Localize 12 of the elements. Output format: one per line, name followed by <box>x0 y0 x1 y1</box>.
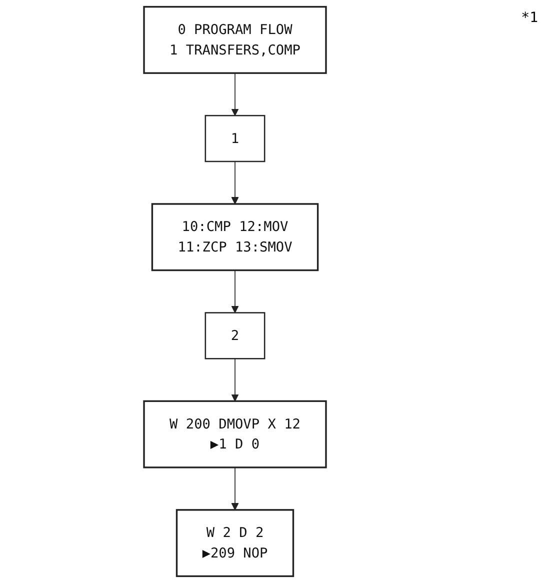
arrow <box>231 467 239 510</box>
node-box: 10:CMP 12:MOV 11:ZCP 13:SMOV <box>151 203 319 272</box>
arrow <box>231 72 239 116</box>
node-box: 0 PROGRAM FLOW 1 TRANSFERS,COMP <box>143 6 327 74</box>
footnote-mark: *1 <box>521 10 538 26</box>
arrow <box>231 161 239 204</box>
arrow <box>231 270 239 314</box>
node-box: 1 <box>204 114 266 162</box>
node-box: W 200 DMOVP X 12 ▶1 D 0 <box>143 400 327 468</box>
node-box: 2 <box>204 312 266 360</box>
node-box: W 2 D 2 ▶209 NOP <box>176 509 294 578</box>
arrow <box>231 358 239 402</box>
